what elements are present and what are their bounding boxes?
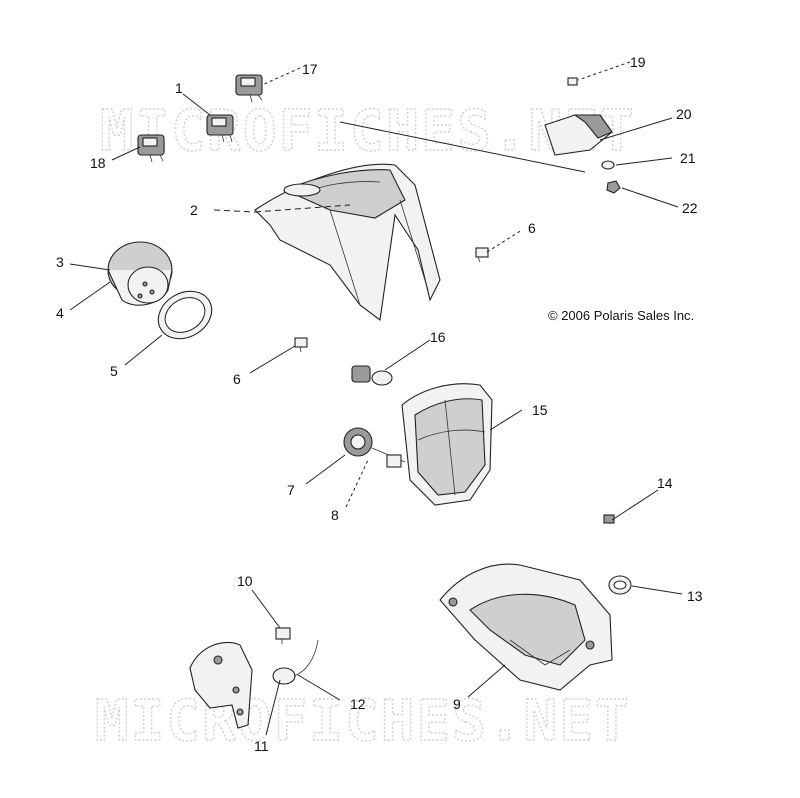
part-bracket-20 [544, 114, 613, 156]
callout-7: 7 [287, 482, 295, 498]
part-headlight-pod-cover [254, 163, 441, 321]
callout-6-upper: 6 [528, 220, 536, 236]
callout-13: 13 [687, 588, 703, 604]
part-screw-6-lower [294, 337, 308, 353]
callout-5: 5 [110, 363, 118, 379]
callout-19: 19 [630, 54, 646, 70]
part-sensor-12 [272, 639, 319, 685]
part-switch-18 [137, 134, 165, 163]
part-switch-1 [206, 114, 234, 143]
part-headlight [401, 383, 493, 506]
part-grommet-13 [608, 575, 632, 595]
part-bolt-10 [275, 627, 291, 644]
part-nut-22 [606, 180, 621, 194]
part-bracket-11 [189, 641, 253, 729]
callout-4: 4 [56, 305, 64, 321]
watermark-top: MICROFICHES.NET [100, 99, 636, 164]
part-screw-6-upper [475, 247, 489, 263]
leader-lines [69, 61, 683, 736]
watermark-bottom: MICROFICHES.NET [95, 689, 631, 754]
callout-10: 10 [237, 573, 253, 589]
callout-6-lower: 6 [233, 371, 241, 387]
part-switch-17 [235, 74, 263, 103]
callout-14: 14 [657, 475, 673, 491]
callout-20: 20 [676, 106, 692, 122]
callout-17: 17 [302, 61, 318, 77]
callout-22: 22 [682, 200, 698, 216]
part-harness-8 [386, 454, 402, 468]
part-lower-housing [439, 563, 613, 691]
callout-12: 12 [350, 696, 366, 712]
callout-8: 8 [331, 507, 339, 523]
callout-1: 1 [175, 80, 183, 96]
callout-2: 2 [190, 202, 198, 218]
callout-11: 11 [254, 738, 269, 754]
callout-21: 21 [680, 150, 696, 166]
part-bulb-socket [351, 365, 393, 386]
callout-9: 9 [453, 696, 461, 712]
part-washer-21 [601, 160, 615, 170]
callout-15: 15 [532, 402, 548, 418]
callout-16: 16 [430, 329, 446, 345]
part-screw-19 [567, 77, 578, 86]
part-clip-14 [603, 514, 615, 524]
copyright-notice: © 2006 Polaris Sales Inc. [548, 308, 694, 323]
part-gauge [107, 241, 173, 306]
part-ring-5 [157, 290, 213, 340]
callout-3: 3 [56, 254, 64, 270]
callout-18: 18 [90, 155, 106, 171]
